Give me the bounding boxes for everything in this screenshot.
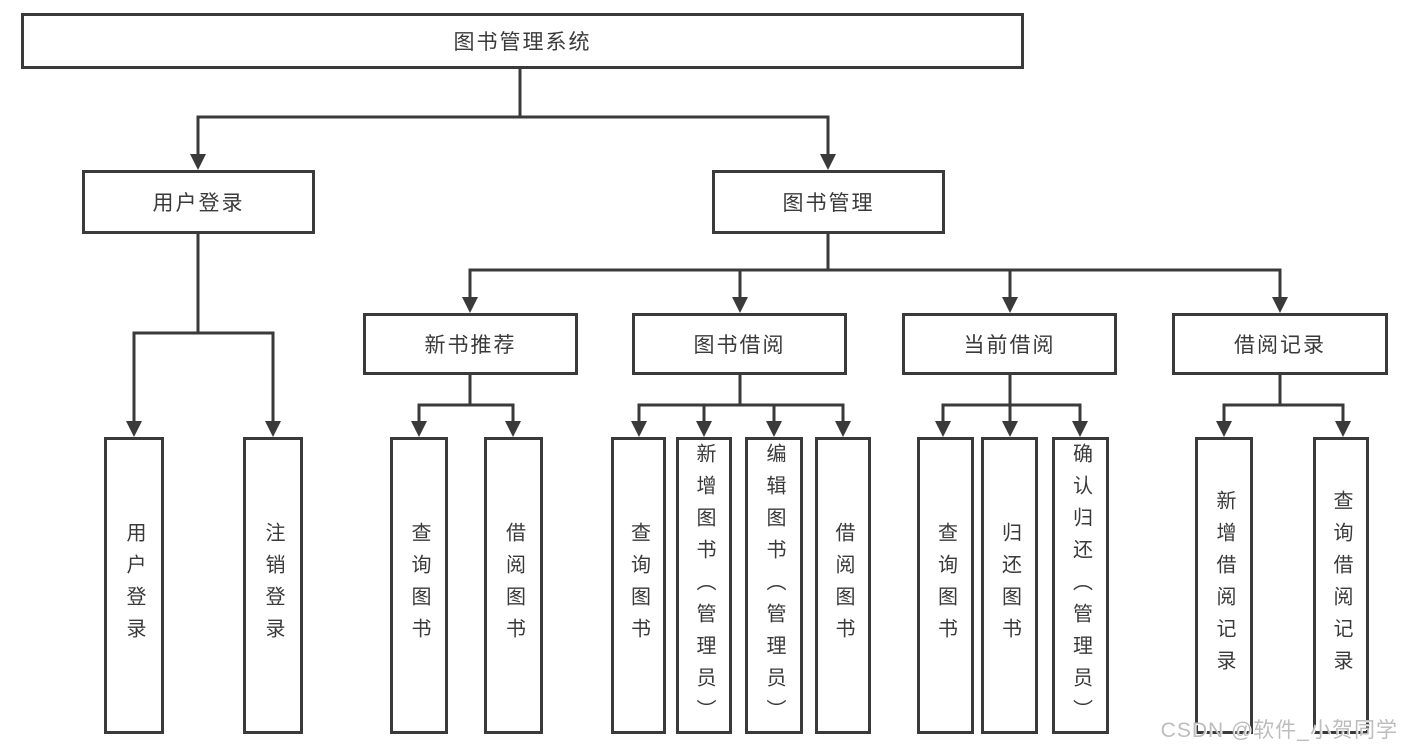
leaf-query-books-current: 查询图书 <box>917 437 974 734</box>
branch-root <box>196 69 830 155</box>
leaf-borrow-books-recommend: 借阅图书 <box>484 437 543 734</box>
node-user-login: 用户登录 <box>82 170 315 234</box>
leaf-label: 用户登录 <box>123 521 145 650</box>
leaf-label: 借阅图书 <box>832 521 854 650</box>
leaf-label: 确认归还（管理员） <box>1069 443 1092 731</box>
leaf-add-borrow-record: 新增借阅记录 <box>1195 437 1253 734</box>
branch-current-borrow <box>941 375 1082 422</box>
leaf-label: 借阅图书 <box>502 521 525 650</box>
leaf-label: 新增图书（管理员） <box>693 443 715 731</box>
leaf-confirm-return-admin: 确认归还（管理员） <box>1052 437 1109 734</box>
node-book-borrow: 图书借阅 <box>632 313 847 375</box>
csdn-watermark: CSDN @软件_小贺同学 <box>1160 719 1398 742</box>
node-current-borrow: 当前借阅 <box>902 313 1117 375</box>
leaf-label: 新增借阅记录 <box>1213 489 1235 682</box>
leaf-borrow-books: 借阅图书 <box>815 437 871 734</box>
node-root-library-system: 图书管理系统 <box>21 13 1024 69</box>
leaf-user-login: 用户登录 <box>104 437 164 734</box>
branch-book-borrow <box>637 375 845 422</box>
branch-user-login <box>132 234 275 422</box>
leaf-edit-book-admin: 编辑图书（管理员） <box>745 437 803 734</box>
leaf-label: 查询图书 <box>627 521 650 650</box>
leaf-query-books-recommend: 查询图书 <box>390 437 448 734</box>
leaf-label: 编辑图书（管理员） <box>763 443 785 731</box>
leaf-label: 查询借阅记录 <box>1330 489 1352 682</box>
leaf-label: 查询图书 <box>934 521 957 650</box>
branch-new-book-recommend <box>417 375 515 422</box>
leaf-label: 注销登录 <box>262 521 284 650</box>
leaf-logout: 注销登录 <box>243 437 303 734</box>
branch-borrow-record <box>1222 375 1345 422</box>
branch-book-management <box>468 234 1282 298</box>
node-borrow-record: 借阅记录 <box>1172 313 1388 375</box>
node-book-management: 图书管理 <box>712 170 945 234</box>
node-new-book-recommend: 新书推荐 <box>363 313 578 375</box>
leaf-query-borrow-record: 查询借阅记录 <box>1313 437 1369 734</box>
leaf-query-books-borrow: 查询图书 <box>611 437 666 734</box>
leaf-return-book: 归还图书 <box>981 437 1038 734</box>
leaf-add-book-admin: 新增图书（管理员） <box>676 437 732 734</box>
leaf-label: 归还图书 <box>998 521 1021 650</box>
leaf-label: 查询图书 <box>408 521 430 650</box>
